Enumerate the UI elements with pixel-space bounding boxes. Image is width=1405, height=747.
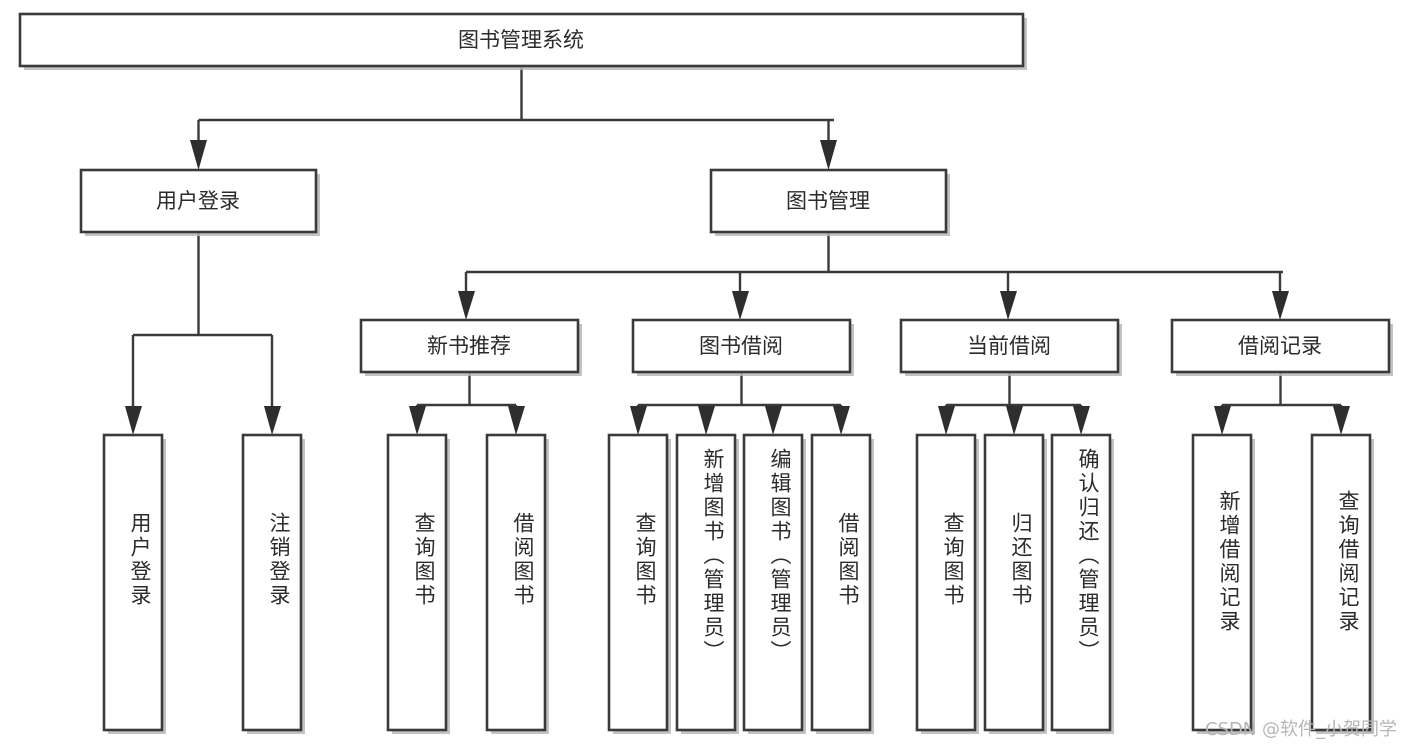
- leaf-logout-box[interactable]: [241, 433, 303, 732]
- node-leaf-book-edit[interactable]: 编辑图书（管理员）: [742, 433, 806, 734]
- arrow-to-leaf-borrow-query: [630, 406, 647, 435]
- arrow-to-bookborrow: [732, 291, 749, 320]
- node-current-borrow[interactable]: 当前借阅: [899, 318, 1122, 376]
- arrow-to-leaf-cur-return: [1006, 406, 1023, 435]
- root-label: 图书管理系统: [458, 28, 584, 52]
- user-login-label: 用户登录: [156, 189, 240, 213]
- arrow-to-leaf-cur-confirm: [1073, 406, 1090, 435]
- node-leaf-rec-query[interactable]: 查询图书: [386, 433, 450, 734]
- node-borrow-record[interactable]: 借阅记录: [1170, 318, 1393, 376]
- node-leaf-book-add[interactable]: 新增图书（管理员）: [675, 433, 739, 734]
- leaf-book-borrow-label: 借阅图书: [836, 512, 860, 608]
- leaf-cur-return-box[interactable]: [983, 433, 1045, 732]
- leaf-rec-borrow-label: 借阅图书: [511, 512, 535, 608]
- current-borrow-box[interactable]: [899, 318, 1120, 374]
- current-borrow-label: 当前借阅: [967, 334, 1051, 358]
- leaf-rec-borrow-box[interactable]: [485, 433, 547, 732]
- node-book-manage[interactable]: 图书管理: [709, 168, 950, 236]
- leaf-rec-query-record-label: 查询借阅记录: [1336, 490, 1360, 634]
- borrow-record-label: 借阅记录: [1238, 334, 1322, 358]
- leaf-book-edit-box[interactable]: [742, 433, 804, 732]
- arrow-to-leaf-user-login: [125, 406, 142, 435]
- leaf-borrow-query-label: 查询图书: [633, 512, 657, 608]
- leaf-cur-confirm-box[interactable]: [1050, 433, 1112, 732]
- arrow-to-leaf-rec-query: [409, 406, 426, 435]
- book-manage-box[interactable]: [709, 168, 948, 234]
- root-box[interactable]: [18, 12, 1025, 68]
- arrow-to-leaf-rec-add: [1214, 406, 1231, 435]
- leaf-rec-query-box[interactable]: [386, 433, 448, 732]
- leaf-cur-return-label: 归还图书: [1009, 512, 1033, 608]
- arrow-to-leaf-book-edit: [765, 406, 782, 435]
- connector-layer: [125, 66, 1350, 435]
- leaf-logout-label: 注销登录: [267, 512, 291, 608]
- arrow-to-leaf-book-add: [698, 406, 715, 435]
- arrow-to-leaf-book-borrow: [833, 406, 850, 435]
- arrow-to-user-login: [190, 140, 207, 170]
- node-new-book-rec[interactable]: 新书推荐: [359, 318, 582, 376]
- node-leaf-rec-borrow[interactable]: 借阅图书: [485, 433, 549, 734]
- borrow-record-box[interactable]: [1170, 318, 1391, 374]
- arrow-to-leaf-cur-query: [938, 406, 955, 435]
- leaf-book-edit-label: 编辑图书（管理员）: [768, 448, 792, 664]
- arrow-to-leaf-logout: [264, 406, 281, 435]
- leaf-book-add-label: 新增图书（管理员）: [701, 448, 725, 664]
- arrow-to-newbook: [458, 291, 475, 320]
- node-leaf-cur-return[interactable]: 归还图书: [983, 433, 1047, 734]
- arrow-to-leaf-rec-query-record: [1333, 406, 1350, 435]
- leaf-rec-add-box[interactable]: [1191, 433, 1253, 732]
- leaf-book-add-box[interactable]: [675, 433, 737, 732]
- leaf-cur-confirm-label: 确认归还（管理员）: [1076, 448, 1100, 664]
- node-leaf-rec-add[interactable]: 新增借阅记录: [1191, 433, 1255, 734]
- leaf-borrow-query-box[interactable]: [607, 433, 669, 732]
- new-book-rec-label: 新书推荐: [427, 334, 511, 358]
- leaf-rec-query-record-box[interactable]: [1310, 433, 1372, 732]
- user-login-box[interactable]: [79, 168, 318, 234]
- node-leaf-rec-query-record[interactable]: 查询借阅记录: [1310, 433, 1374, 734]
- node-book-borrow[interactable]: 图书借阅: [631, 318, 854, 376]
- arrow-to-currentborrow: [1000, 291, 1017, 320]
- leaf-book-borrow-box[interactable]: [810, 433, 872, 732]
- node-leaf-cur-query[interactable]: 查询图书: [915, 433, 979, 734]
- new-book-rec-box[interactable]: [359, 318, 580, 374]
- leaf-cur-query-box[interactable]: [915, 433, 977, 732]
- leaf-rec-add-label: 新增借阅记录: [1217, 490, 1241, 634]
- node-leaf-cur-confirm[interactable]: 确认归还（管理员）: [1050, 433, 1114, 734]
- leaf-cur-query-label: 查询图书: [941, 512, 965, 608]
- node-leaf-book-borrow[interactable]: 借阅图书: [810, 433, 874, 734]
- book-borrow-label: 图书借阅: [699, 334, 783, 358]
- arrow-to-leaf-rec-borrow: [508, 406, 525, 435]
- book-borrow-box[interactable]: [631, 318, 852, 374]
- leaf-user-login-box[interactable]: [102, 433, 164, 732]
- node-leaf-user-login[interactable]: 用户登录: [102, 433, 166, 734]
- arrow-to-borrowrecord: [1272, 291, 1289, 320]
- node-leaf-logout[interactable]: 注销登录: [241, 433, 305, 734]
- leaf-user-login-label: 用户登录: [128, 512, 152, 608]
- node-user-login[interactable]: 用户登录: [79, 168, 320, 236]
- node-root[interactable]: 图书管理系统: [18, 12, 1027, 70]
- arrow-to-book-manage: [820, 140, 837, 170]
- leaf-rec-query-label: 查询图书: [412, 512, 436, 608]
- book-manage-label: 图书管理: [786, 189, 870, 213]
- node-leaf-borrow-query[interactable]: 查询图书: [607, 433, 671, 734]
